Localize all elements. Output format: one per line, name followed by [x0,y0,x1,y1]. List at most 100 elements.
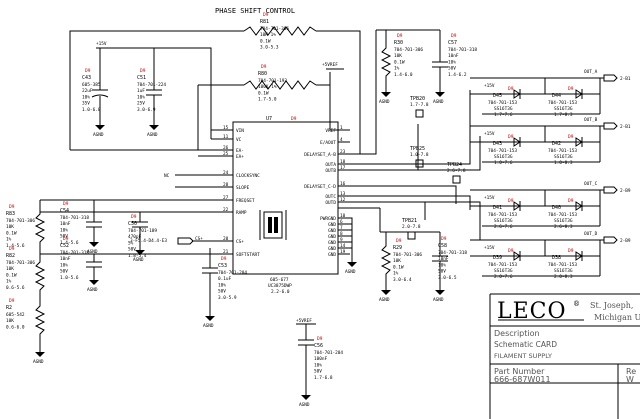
diode-ref: D44 [552,93,561,99]
ic-pin-name: VC [236,137,242,143]
component-spec: 50V [128,247,136,253]
part-number-label: Part Number [494,367,545,376]
component-ref: R2 [6,305,12,311]
ic-pin-number: 1 [340,125,343,131]
ic-pin-name: OUTC [325,194,336,200]
component-ref: C52 [60,243,69,249]
ic-pin-name: RAMP [236,210,247,216]
diode-rev: D9 [568,86,574,92]
ic-pin-name: VREF [325,128,336,134]
diode-ref: D38 [552,255,561,261]
diode-icon [513,201,521,211]
component-spec: 10% [314,362,322,368]
component-spec: 704-701-224 [137,82,166,88]
component-spec: 50V [60,234,68,240]
component-spec: 704-701-306 [6,260,35,266]
output-label: OUT_B [584,117,598,123]
ic-symbol-icon [259,210,287,240]
diode-type: SS16T3G [554,106,573,112]
output-connector-icon [603,186,618,194]
component-spec: 0.6-5.6 [6,285,25,291]
rail-5vref-bottom: +5VREF [296,318,312,324]
output-ref: 2-B9 [620,238,631,244]
testpoint-ref: TPB20 [410,96,425,102]
output-label: OUT_A [584,69,598,75]
ic-pin-name: SOFTSTART [236,252,260,258]
diode-rev: D9 [508,248,514,254]
diode-rev: D9 [568,248,574,254]
title-block: LECO ® St. Joseph, Michigan U Descriptio… [489,293,640,419]
component-spec: 3.0-6.4 [393,277,412,283]
resistor-r81-icon [243,26,317,36]
cs-label: CS+ [195,236,203,242]
ic-pin-number: 9 [340,237,343,243]
ic-pin-number: 16 [340,181,346,187]
resistor-r80-icon [243,80,317,90]
ic-pin-number: 7 [340,225,343,231]
component-spec: 10% [438,262,446,268]
ic-left-pins: 15VIN11VC26EA-25EA+24CLOCKSYNC28SLOPE27F… [220,125,260,258]
ic-pin-number: 10 [340,213,346,219]
ic-pin-name: GND [328,228,336,234]
component-ref: C43 [82,75,91,81]
diode-icon [575,89,583,99]
ic-pin-name: FREQSET [236,198,255,204]
ground-label: AGND [33,359,44,365]
component-spec: 1% [393,271,399,277]
diode-part: 704-701-153 [548,148,577,154]
component-spec: 10K 1% [260,32,276,38]
ground-label: AGND [379,99,390,105]
description-line1: Schematic CARD [494,340,557,349]
diode-ref: D41 [493,205,502,211]
component-rev: D9 [9,246,15,252]
component-spec: 0.1W [260,38,271,44]
diode-ref: D39 [493,255,502,261]
rail-15v-diode: +15V [484,131,495,137]
rail-15v-left: +15V [96,41,107,47]
test-points: TPB201.7-7.8TPB251.0-7.8TPB242.6-7.8TPB2… [402,96,466,240]
diode-icon [575,201,583,211]
diode-bridges: +15VD45D9704-701-153SS16T3G1.7-7.6D44D97… [470,69,631,280]
ground-label: AGND [87,287,98,293]
component-spec: 3.0-6.5 [438,275,457,281]
ground-label: AGND [133,257,144,263]
ic-loc: 2.2-6.0 [271,289,290,295]
component-spec: 10% [60,262,68,268]
sheet-title: PHASE SHIFT CONTROL [215,7,295,15]
component-spec: 1.4-6.0 [394,72,413,78]
component-spec: 0.6-6.0 [6,324,25,330]
cs-ref: 3-F5.4-D4.4-E3 [130,238,167,244]
component-spec: 10K [393,258,401,264]
ic-pin-name: CS+ [236,239,244,245]
component-spec: 1.0-5.6 [60,275,79,281]
ground-icon: AGND [379,290,391,303]
company-line2: Michigan U [594,313,640,322]
ic-pin-number: 12 [340,197,346,203]
component-spec: 25V [137,101,145,107]
component-spec: 10nF [448,53,459,59]
diode-loc: 2.6-8.3 [554,224,573,230]
ic-pin-name: OUTD [325,200,336,206]
rail-5vref-top: +5VREF [322,62,338,68]
ground-label: AGND [433,297,444,303]
ic-pin-number: 4 [340,137,343,143]
ground-label: AGND [147,132,158,138]
diode-loc: 2.0-7.6 [494,274,513,280]
diode-type: SS16T3G [494,268,513,274]
diode-type: SS16T3G [554,268,573,274]
diode-rev: D9 [508,134,514,140]
ic-pin-number: 13 [340,191,346,197]
component-spec: 50V [448,66,456,72]
diode-ref: D45 [493,93,502,99]
ground-icon: AGND [203,316,215,329]
output-label: OUT_D [584,231,598,237]
ic-pin-number: 22 [223,207,229,213]
ic-pin-number: 15 [223,125,229,131]
